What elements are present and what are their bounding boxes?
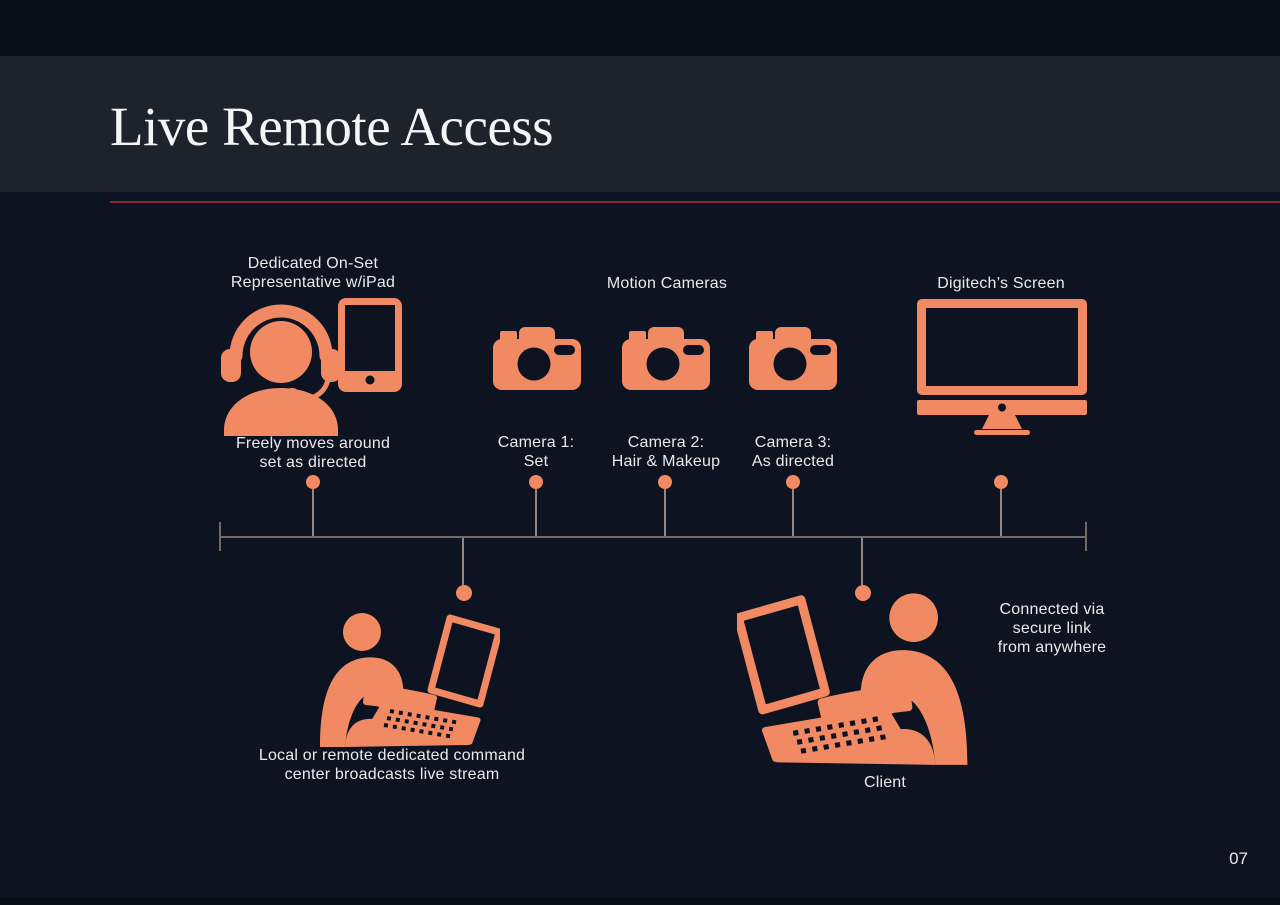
timeline-left-cap: [219, 522, 221, 551]
connector-stem: [1000, 489, 1002, 537]
representative-caption-line1: Freely moves around: [235, 435, 391, 452]
timeline-right-cap: [1085, 522, 1087, 551]
page-number: 07: [1229, 849, 1248, 868]
person-laptop-icon: [737, 593, 968, 765]
digitech-screen-title: Digitech’s Screen: [937, 275, 1065, 292]
representative-caption: Freely moves around set as directed: [173, 434, 453, 472]
camera-1-label-line2: Set: [523, 453, 549, 470]
client-caption-line3: from anywhere: [997, 639, 1107, 656]
connector-dot: [306, 475, 320, 489]
representative-title-line1: Dedicated On-Set: [247, 255, 379, 272]
camera-2-label: Camera 2: Hair & Makeup: [576, 433, 756, 471]
tablet-icon: [338, 298, 402, 392]
representative-caption-line2: set as directed: [259, 454, 367, 471]
connector-dot: [994, 475, 1008, 489]
camera-icon: [622, 327, 710, 390]
title-divider-line: [110, 201, 1280, 203]
bottom-strip: [0, 897, 1280, 905]
camera-1-label: Camera 1: Set: [456, 433, 616, 471]
client-caption-line1: Connected via: [999, 601, 1105, 618]
command-center-caption: Local or remote dedicated command center…: [227, 746, 557, 784]
camera-3-label: Camera 3: As directed: [713, 433, 873, 471]
connector-dot: [529, 475, 543, 489]
connector-dot: [456, 585, 472, 601]
camera-1-label-line1: Camera 1:: [497, 434, 575, 451]
camera-3-label-line2: As directed: [751, 453, 835, 470]
connector-stem: [861, 538, 863, 585]
client-caption-line2: secure link: [1012, 620, 1092, 637]
connector-stem: [664, 489, 666, 537]
representative-title-line2: Representative w/iPad: [230, 274, 396, 291]
camera-icon: [493, 327, 581, 390]
top-strip: [0, 0, 1280, 56]
header-band: [0, 56, 1280, 192]
camera-3-label-line1: Camera 3:: [754, 434, 832, 451]
connector-dot: [786, 475, 800, 489]
representative-title: Dedicated On-Set Representative w/iPad: [173, 254, 453, 292]
connector-dot: [855, 585, 871, 601]
connector-stem: [312, 489, 314, 537]
connector-dot: [658, 475, 672, 489]
connector-stem: [535, 489, 537, 537]
camera-icon: [749, 327, 837, 390]
camera-2-label-line1: Camera 2:: [627, 434, 705, 451]
monitor-icon: [917, 299, 1087, 435]
page-title: Live Remote Access: [110, 96, 554, 157]
client-caption: Connected via secure link from anywhere: [972, 600, 1132, 657]
camera-2-label-line2: Hair & Makeup: [611, 453, 721, 470]
command-center-caption-line1: Local or remote dedicated command: [258, 747, 526, 764]
connector-stem: [462, 538, 464, 585]
motion-cameras-title: Motion Cameras: [606, 275, 728, 292]
client-label: Client: [863, 774, 907, 791]
headset-person-icon: [221, 304, 341, 436]
person-laptop-icon: [320, 613, 500, 747]
command-center-caption-line2: center broadcasts live stream: [284, 766, 500, 783]
connector-stem: [792, 489, 794, 537]
timeline-bus-line: [220, 536, 1086, 538]
